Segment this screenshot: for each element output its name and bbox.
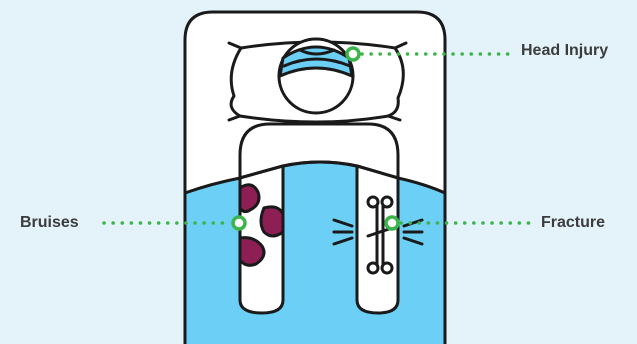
head-injury-marker <box>347 48 359 60</box>
blanket <box>185 162 445 344</box>
bruise-2 <box>261 207 283 236</box>
bruises-label: Bruises <box>20 214 79 232</box>
bruises-marker <box>233 217 245 229</box>
bruise-1 <box>240 185 259 212</box>
fracture-label: Fracture <box>541 214 605 232</box>
fracture-marker <box>386 217 398 229</box>
head-injury-label: Head Injury <box>521 42 608 60</box>
